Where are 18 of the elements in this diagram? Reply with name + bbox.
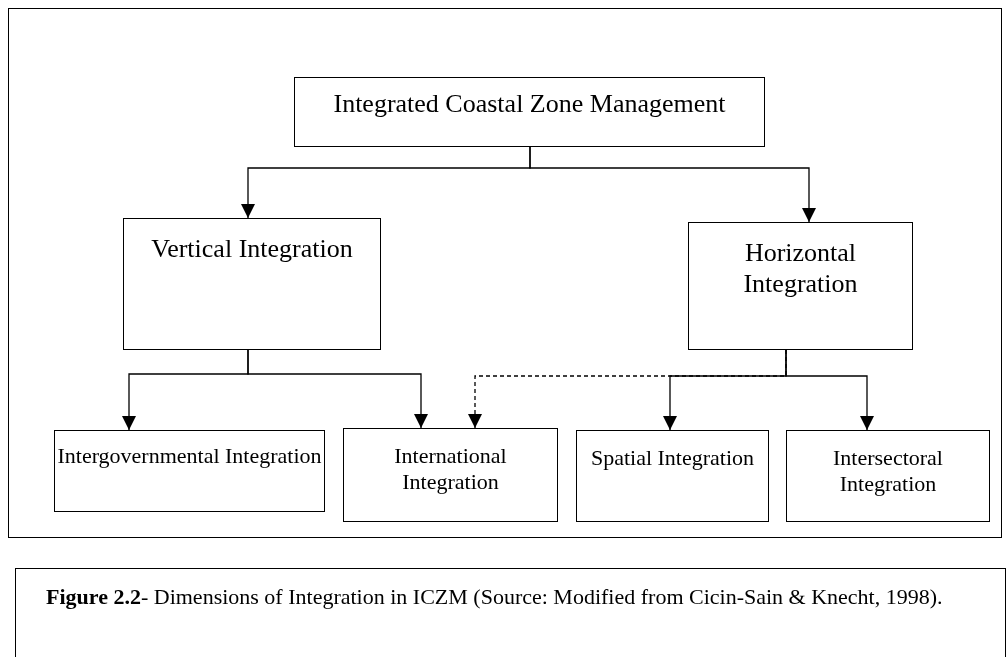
process-box bbox=[786, 430, 990, 522]
process-box bbox=[576, 430, 769, 522]
node-label: Horizontal Integration bbox=[742, 237, 859, 301]
arrow bbox=[247, 349, 428, 429]
process-box bbox=[123, 218, 381, 350]
process-box bbox=[688, 222, 913, 350]
process-box bbox=[54, 430, 325, 512]
process-box bbox=[343, 428, 558, 522]
node-label: Vertical Integration bbox=[151, 233, 353, 265]
node-label: Intersectoral Integration bbox=[832, 445, 944, 499]
arrow bbox=[529, 146, 816, 223]
node-label: Integrated Coastal Zone Management bbox=[333, 88, 726, 120]
node-label: Spatial Integration bbox=[590, 445, 755, 472]
node-label: Intergovernmental Integration bbox=[57, 443, 322, 470]
root-box bbox=[294, 77, 765, 147]
node-label: International Integration bbox=[393, 443, 508, 497]
figure-caption: Figure 2.2- Dimensions of Integration in ICZM (Source: Modified from Cicin-Sain & Knecht, 1998). bbox=[15, 568, 1006, 657]
arrow bbox=[785, 349, 874, 431]
